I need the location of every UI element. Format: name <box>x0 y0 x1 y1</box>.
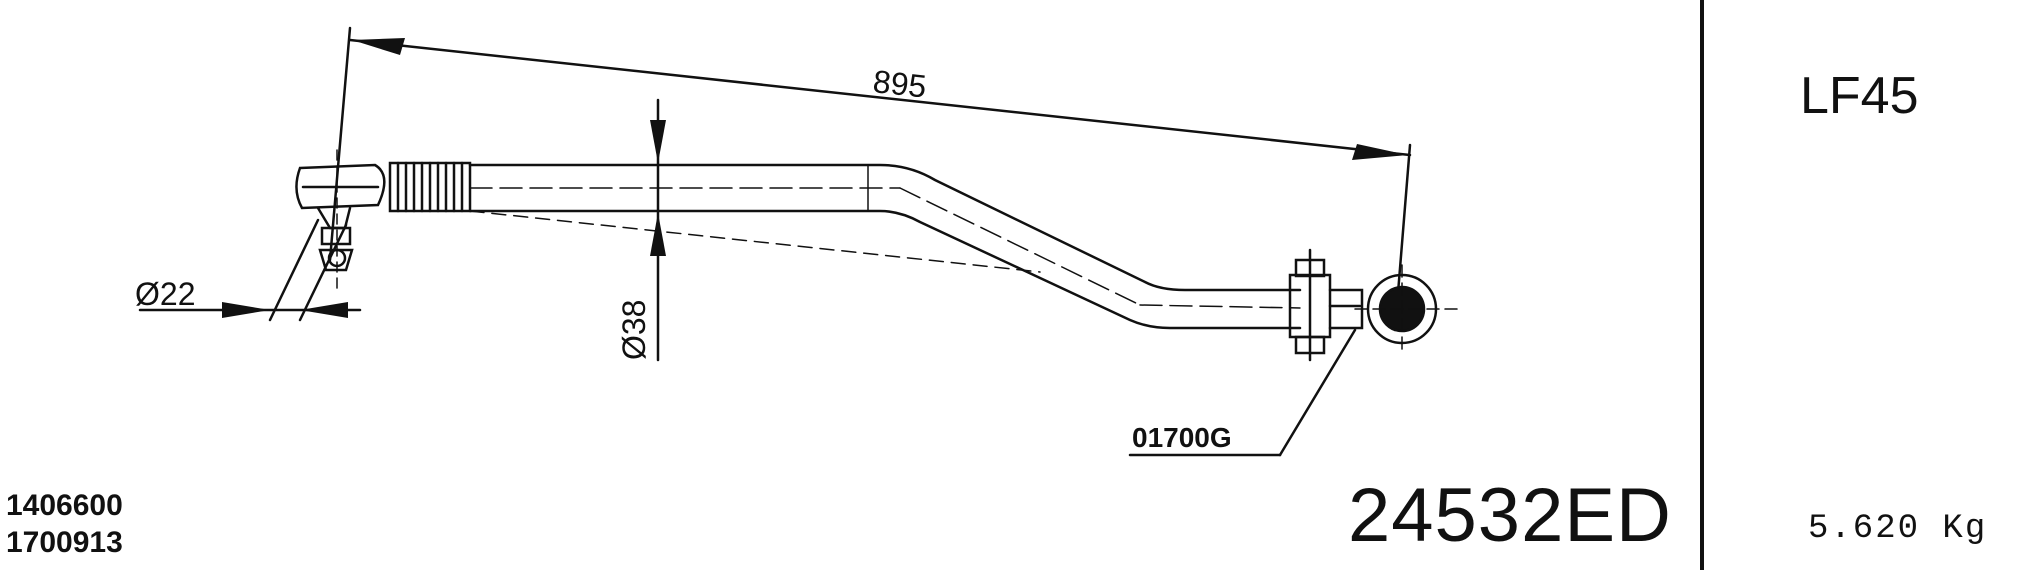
weight-label: 5.620 Kg <box>1808 510 1988 548</box>
tube-diameter-label: Ø38 <box>616 300 652 360</box>
part-number: 24532ED <box>1348 473 1672 558</box>
length-dimension <box>328 26 1412 332</box>
reference-number: 1406600 <box>6 489 123 522</box>
clamp-leader <box>1128 328 1357 457</box>
left-ball-joint <box>295 149 386 291</box>
clamp <box>1288 248 1362 362</box>
model-label: LF45 <box>1800 67 1919 125</box>
ball-diameter-dimension <box>138 218 362 322</box>
tie-rod-tube <box>468 163 1302 330</box>
clamp-ref-label: 01700G <box>1132 422 1232 453</box>
right-eye-end <box>1328 264 1459 356</box>
ball-diameter-label: Ø22 <box>135 276 195 312</box>
divider-line <box>1700 0 1704 570</box>
reference-number: 1700913 <box>6 526 123 559</box>
tube-diameter-dimension <box>650 98 666 362</box>
threaded-section <box>388 161 472 213</box>
technical-drawing: 895 Ø22 Ø38 01700G <box>135 26 1459 457</box>
length-dimension-label: 895 <box>871 63 928 104</box>
